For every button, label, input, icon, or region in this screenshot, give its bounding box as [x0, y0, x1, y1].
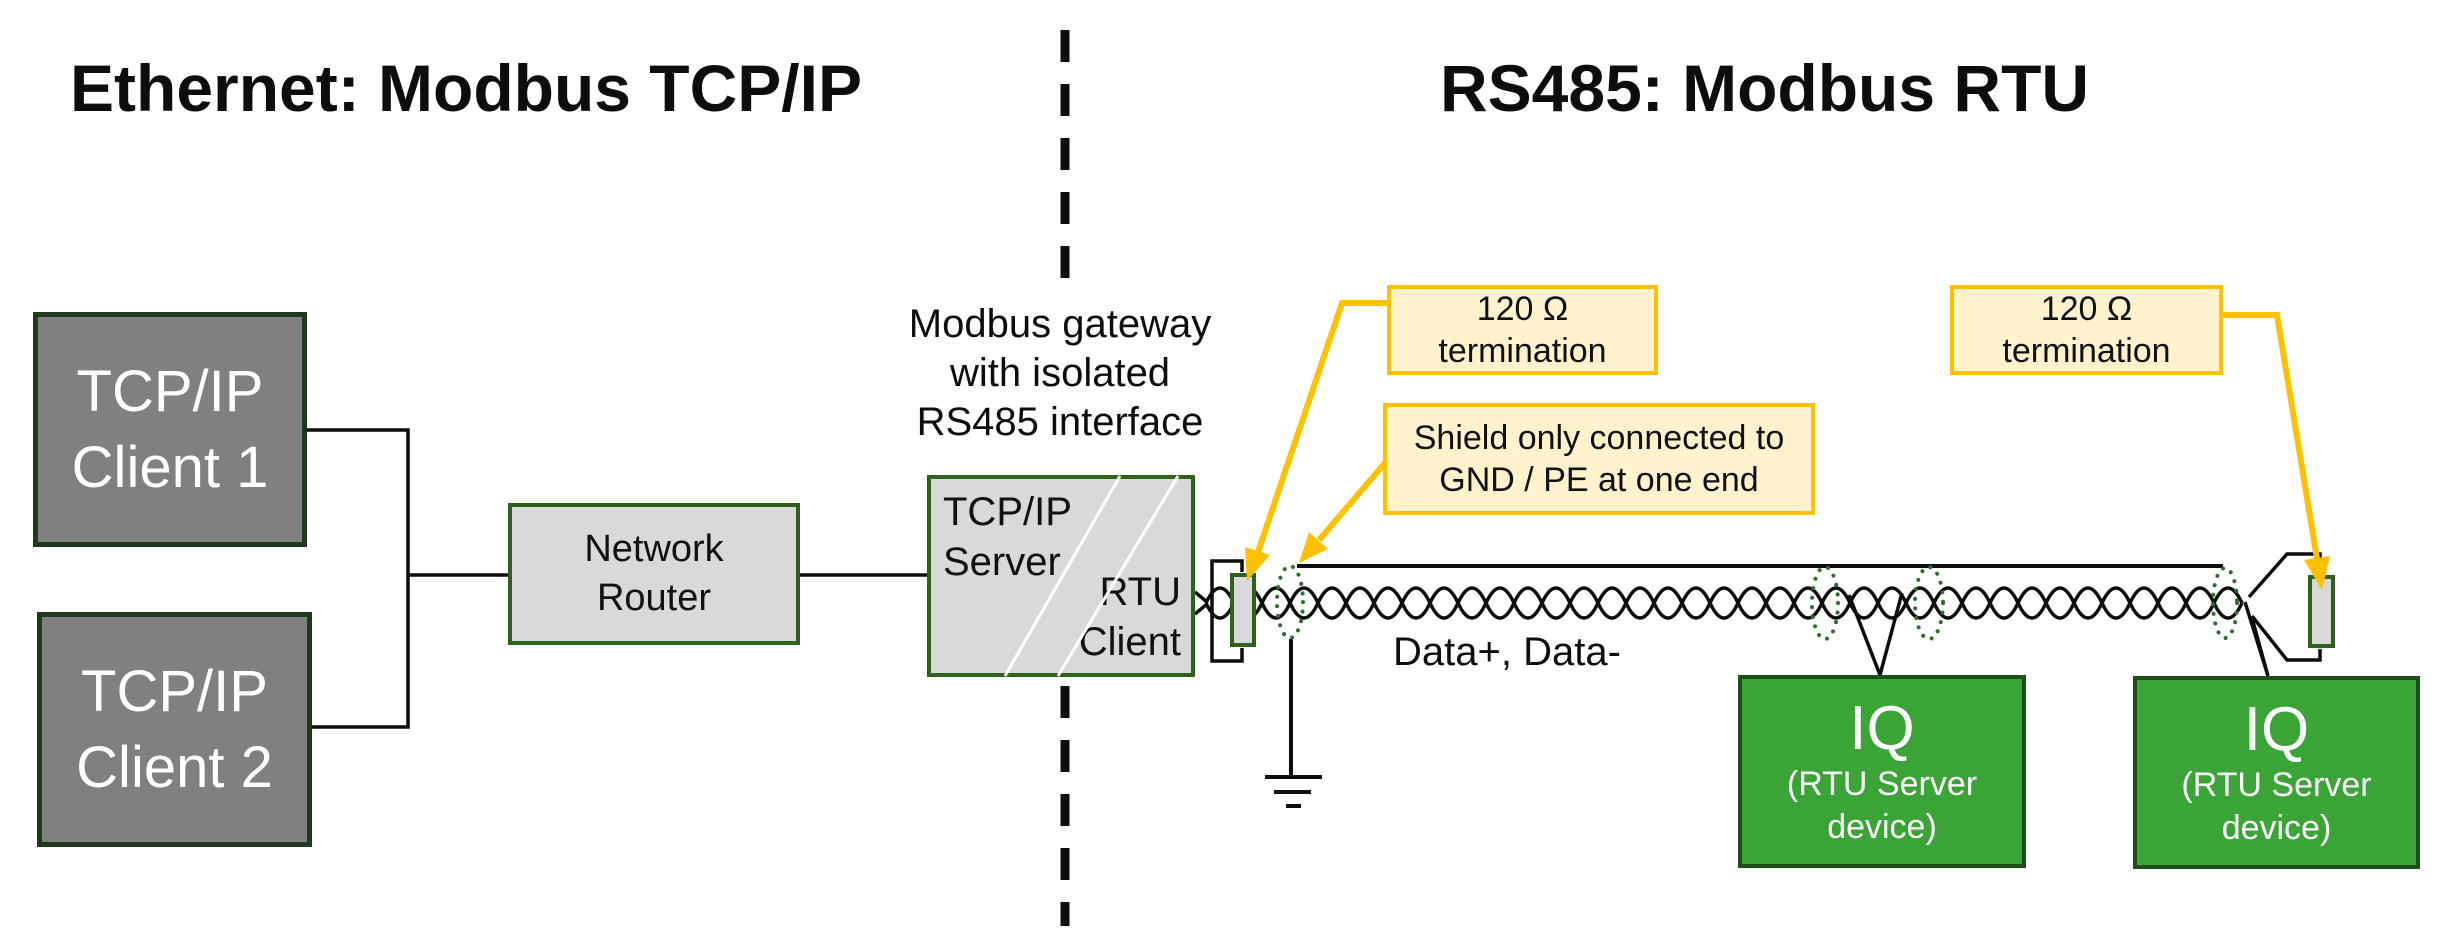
callout-shield-note: Shield only connected to GND / PE at one…: [1383, 403, 1815, 515]
gateway-caption-line3: RS485 interface: [916, 400, 1204, 444]
arrowhead-termination-right: [2304, 556, 2330, 590]
leader-termination-left: [1255, 300, 1387, 553]
gateway-tcpip-server-label: TCP/IP Server: [943, 490, 1072, 584]
arrowhead-shield-note: [1299, 532, 1328, 563]
shield-ellipse-4: [2211, 566, 2239, 640]
gateway-caption-line1: Modbus gateway: [908, 302, 1212, 346]
modbus-gateway-box: TCP/IP Server RTU Client: [927, 475, 1195, 677]
network-router-box: Network Router: [508, 503, 800, 645]
iq-server2-box: IQ (RTU Server device): [2133, 676, 2420, 869]
gateway-caption: Modbus gateway with isolated RS485 inter…: [890, 300, 1230, 447]
bus-wires-label: Data+, Data-: [1393, 630, 1621, 674]
iq-server1-name: IQ: [1849, 693, 1915, 763]
ground-symbol: [1265, 639, 1322, 808]
ethernet-wires: [307, 428, 927, 729]
shield-ellipse-2: [1810, 565, 1840, 641]
iq-server2-sub1: (RTU Server: [2181, 765, 2372, 804]
leader-shield-note: [1316, 461, 1388, 542]
callout-termination-right-line2: termination: [2002, 332, 2171, 370]
tcpip-client1-box: TCP/IP Client 1: [33, 312, 307, 547]
iq-server1-sub2: device): [1827, 807, 1937, 846]
callout-termination-left-line2: termination: [1438, 332, 1607, 370]
tcpip-client1-line1: TCP/IP: [76, 358, 264, 424]
callout-shield-line2: GND / PE at one end: [1439, 461, 1759, 499]
tcpip-client2-line2: Client 2: [76, 734, 273, 800]
leader-termination-right: [2223, 312, 2320, 560]
router-line2: Router: [596, 577, 712, 619]
left-termination-bracket: [1210, 559, 1244, 663]
callout-shield-line1: Shield only connected to: [1413, 419, 1785, 457]
shield-ellipse-1: [1275, 564, 1305, 640]
gateway-caption-line2: with isolated: [949, 351, 1171, 395]
gateway-terminal-stubs: [1193, 590, 1209, 616]
twisted-pair-wire-a: [1204, 586, 2244, 620]
iq-server1-box: IQ (RTU Server device): [1738, 675, 2026, 868]
gateway-rtu-client-label: RTU Client: [1078, 570, 1181, 664]
iq-server2-name: IQ: [2243, 694, 2310, 764]
iq-server1-sub1: (RTU Server: [1786, 764, 1978, 803]
callout-termination-left-line1: 120 Ω: [1476, 290, 1569, 328]
title-ethernet-side: Ethernet: Modbus TCP/IP: [70, 51, 862, 125]
router-line1: Network: [584, 528, 724, 570]
callout-termination-left: 120 Ω termination: [1387, 285, 1658, 375]
twisted-pair-wire-b: [1204, 586, 2244, 620]
arrowhead-termination-left: [1245, 547, 1270, 581]
title-rs485-side: RS485: Modbus RTU: [1440, 51, 2090, 125]
tcpip-client2-box: TCP/IP Client 2: [37, 612, 312, 847]
tcpip-client1-line2: Client 1: [71, 434, 269, 500]
gateway-isolation-stripes: [1003, 475, 1180, 677]
tcpip-client2-line1: TCP/IP: [81, 658, 268, 724]
callout-termination-right: 120 Ω termination: [1950, 285, 2223, 375]
iq-server2-sub2: device): [2221, 808, 2332, 847]
shield-ellipse-3: [1913, 565, 1945, 641]
callout-termination-right-line1: 120 Ω: [2040, 290, 2133, 328]
termination-resistor-left: [1230, 573, 1256, 647]
